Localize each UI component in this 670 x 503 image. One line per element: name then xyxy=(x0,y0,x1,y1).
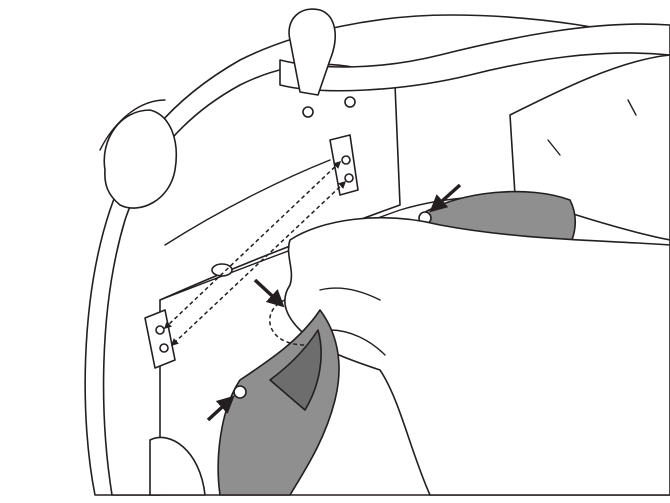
lower-liner-edge xyxy=(149,436,206,496)
insert-arrow-icon xyxy=(206,395,235,422)
insert-arrow-icon xyxy=(429,183,462,213)
rivet xyxy=(302,106,314,118)
alignment-dashed-guide xyxy=(163,160,347,347)
rivet xyxy=(344,96,356,108)
left-cheek-pad xyxy=(217,309,340,496)
snap-button-icon xyxy=(233,385,247,399)
top-strap xyxy=(279,8,670,96)
upper-snap-socket xyxy=(329,134,359,196)
insert-arrow-icon xyxy=(253,278,285,308)
hand xyxy=(284,217,670,496)
